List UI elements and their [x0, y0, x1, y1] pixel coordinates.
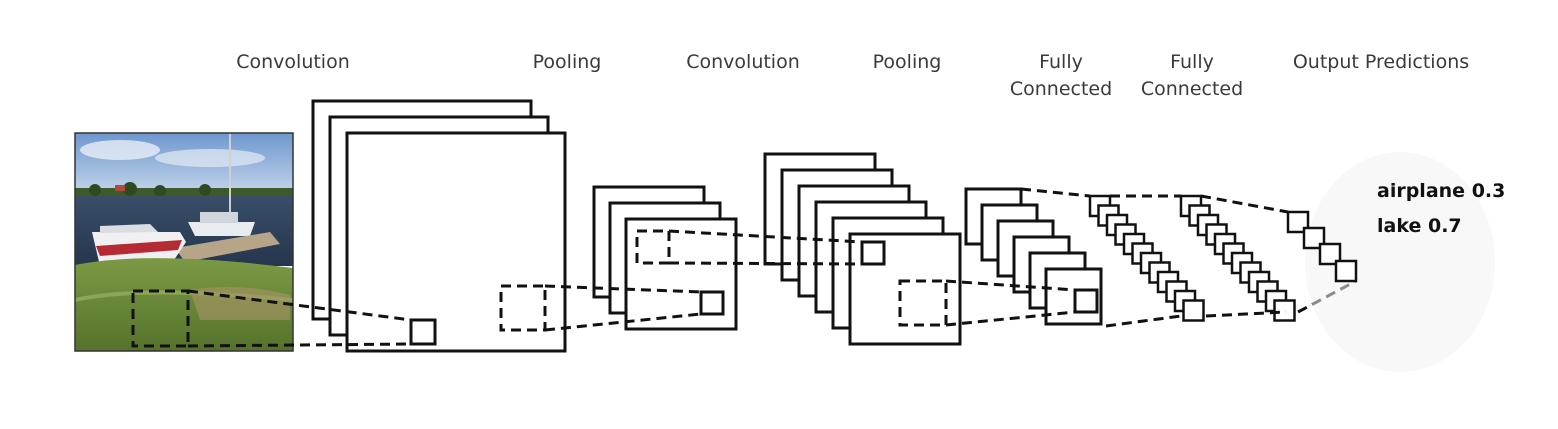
output-nodes — [1286, 210, 1358, 283]
dashed-connector-line — [668, 229, 863, 244]
pool2-feature-map — [1044, 267, 1103, 326]
dashed-connector-line — [187, 342, 412, 348]
prediction-label: lake — [1377, 215, 1422, 237]
stage-label-line: Pooling — [532, 51, 602, 73]
conv2-filter-square — [860, 240, 886, 266]
stage-label-conv1: Convolution — [213, 49, 373, 76]
fc2-unit — [1273, 299, 1296, 322]
stage-label-line: Convolution — [686, 51, 800, 73]
stage-label-line: Connected — [1140, 78, 1244, 100]
output-node — [1318, 242, 1342, 266]
dashed-connector-line — [544, 312, 702, 332]
prediction-airplane: airplane 0.3 — [1377, 180, 1505, 202]
output-node — [1334, 259, 1358, 283]
dashed-connector-line — [187, 289, 412, 322]
stage-label-line: Convolution — [236, 51, 350, 73]
stage-label-pool1: Pooling — [497, 49, 637, 76]
stage-label-output: Output Predictions — [1271, 49, 1491, 76]
fc1-unit — [1182, 299, 1205, 322]
stage-label-fc2: Fully Connected — [1122, 49, 1262, 103]
conv2-pool-window — [898, 279, 948, 327]
conv1-pool-window — [499, 284, 547, 332]
prediction-score: 0.3 — [1471, 180, 1506, 202]
stage-label-line: Fully — [1039, 51, 1083, 73]
prediction-lake: lake 0.7 — [1377, 215, 1462, 237]
prediction-label: airplane — [1377, 180, 1466, 202]
input-image — [74, 132, 294, 352]
stage-label-line: Pooling — [872, 51, 942, 73]
dashed-connector-line — [668, 261, 863, 266]
conv1-feature-map — [345, 131, 567, 353]
dashed-connector-line — [1105, 314, 1182, 328]
feature-map-layers — [311, 99, 1296, 353]
stage-label-line: Fully — [1170, 51, 1214, 73]
dashed-connectors — [187, 187, 1357, 348]
dashed-connector-line — [1205, 310, 1287, 318]
dashed-connector-line — [945, 310, 1076, 327]
output-glow — [1305, 152, 1495, 372]
dashed-connector-line — [945, 279, 1076, 292]
pool2-filter-square — [1073, 288, 1099, 314]
conv1-filter-square — [409, 318, 437, 346]
stage-label-conv2: Convolution — [663, 49, 823, 76]
dashed-connector-line — [1020, 187, 1091, 198]
stage-label-line: Output Predictions — [1292, 51, 1470, 73]
prediction-score: 0.7 — [1427, 215, 1462, 237]
pool1-conv-window — [635, 229, 671, 265]
input-receptive-field — [131, 289, 190, 348]
stage-label-line: Connected — [1009, 78, 1113, 100]
stage-label-pool2: Pooling — [837, 49, 977, 76]
dashed-connector-line — [1200, 194, 1289, 214]
stage-label-fc1: Fully Connected — [991, 49, 1131, 103]
dashed-connector-line — [544, 284, 702, 294]
pool1-filter-square — [699, 290, 725, 316]
